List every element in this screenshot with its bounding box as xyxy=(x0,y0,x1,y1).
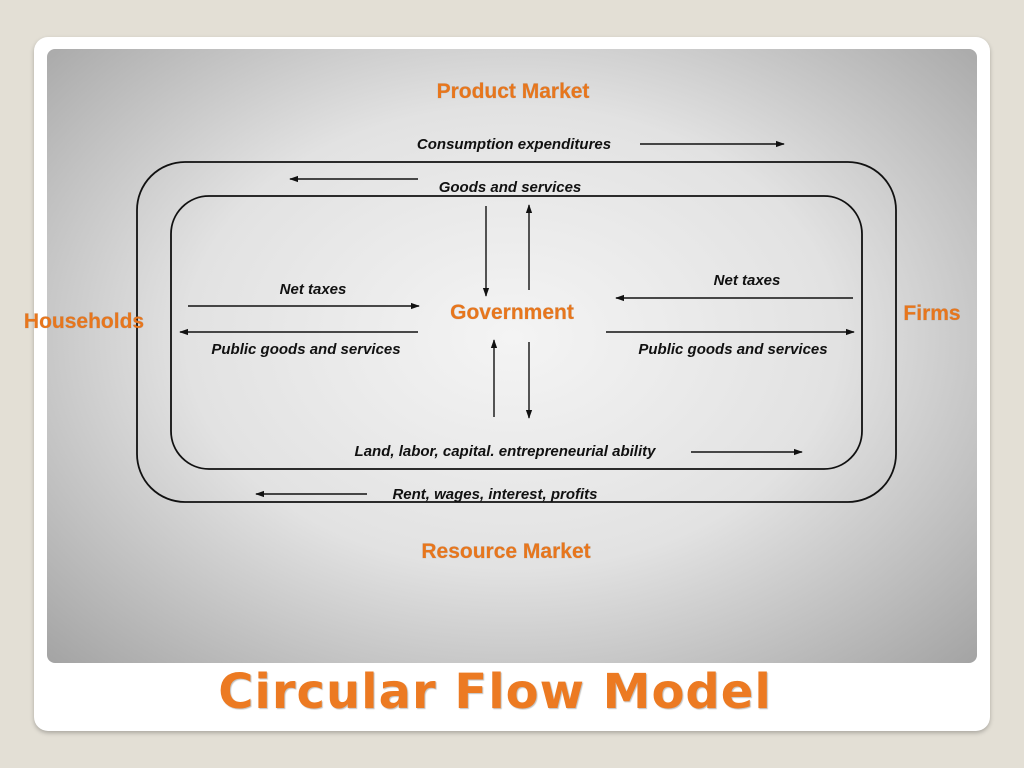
resource-market-label: Resource Market xyxy=(421,540,590,563)
product-market-label: Product Market xyxy=(437,80,590,103)
diagram-panel xyxy=(47,49,977,663)
goods-and-services-label: Goods and services xyxy=(439,179,582,196)
slide xyxy=(34,37,990,731)
net-taxes-left-label: Net taxes xyxy=(280,281,347,298)
outer-flow-loop xyxy=(136,161,897,503)
public-goods-right-label: Public goods and services xyxy=(638,341,827,358)
government-label: Government xyxy=(450,301,574,324)
rent-wages-label: Rent, wages, interest, profits xyxy=(392,486,597,503)
slide-title: Circular Flow Model xyxy=(218,664,772,720)
firms-label: Firms xyxy=(903,302,960,325)
net-taxes-right-label: Net taxes xyxy=(714,272,781,289)
inner-flow-loop xyxy=(170,195,863,470)
land-labor-capital-label: Land, labor, capital. entrepreneurial ab… xyxy=(355,443,657,460)
households-label: Households xyxy=(24,310,144,333)
public-goods-left-label: Public goods and services xyxy=(211,341,400,358)
consumption-expenditures-label: Consumption expenditures xyxy=(417,136,611,153)
